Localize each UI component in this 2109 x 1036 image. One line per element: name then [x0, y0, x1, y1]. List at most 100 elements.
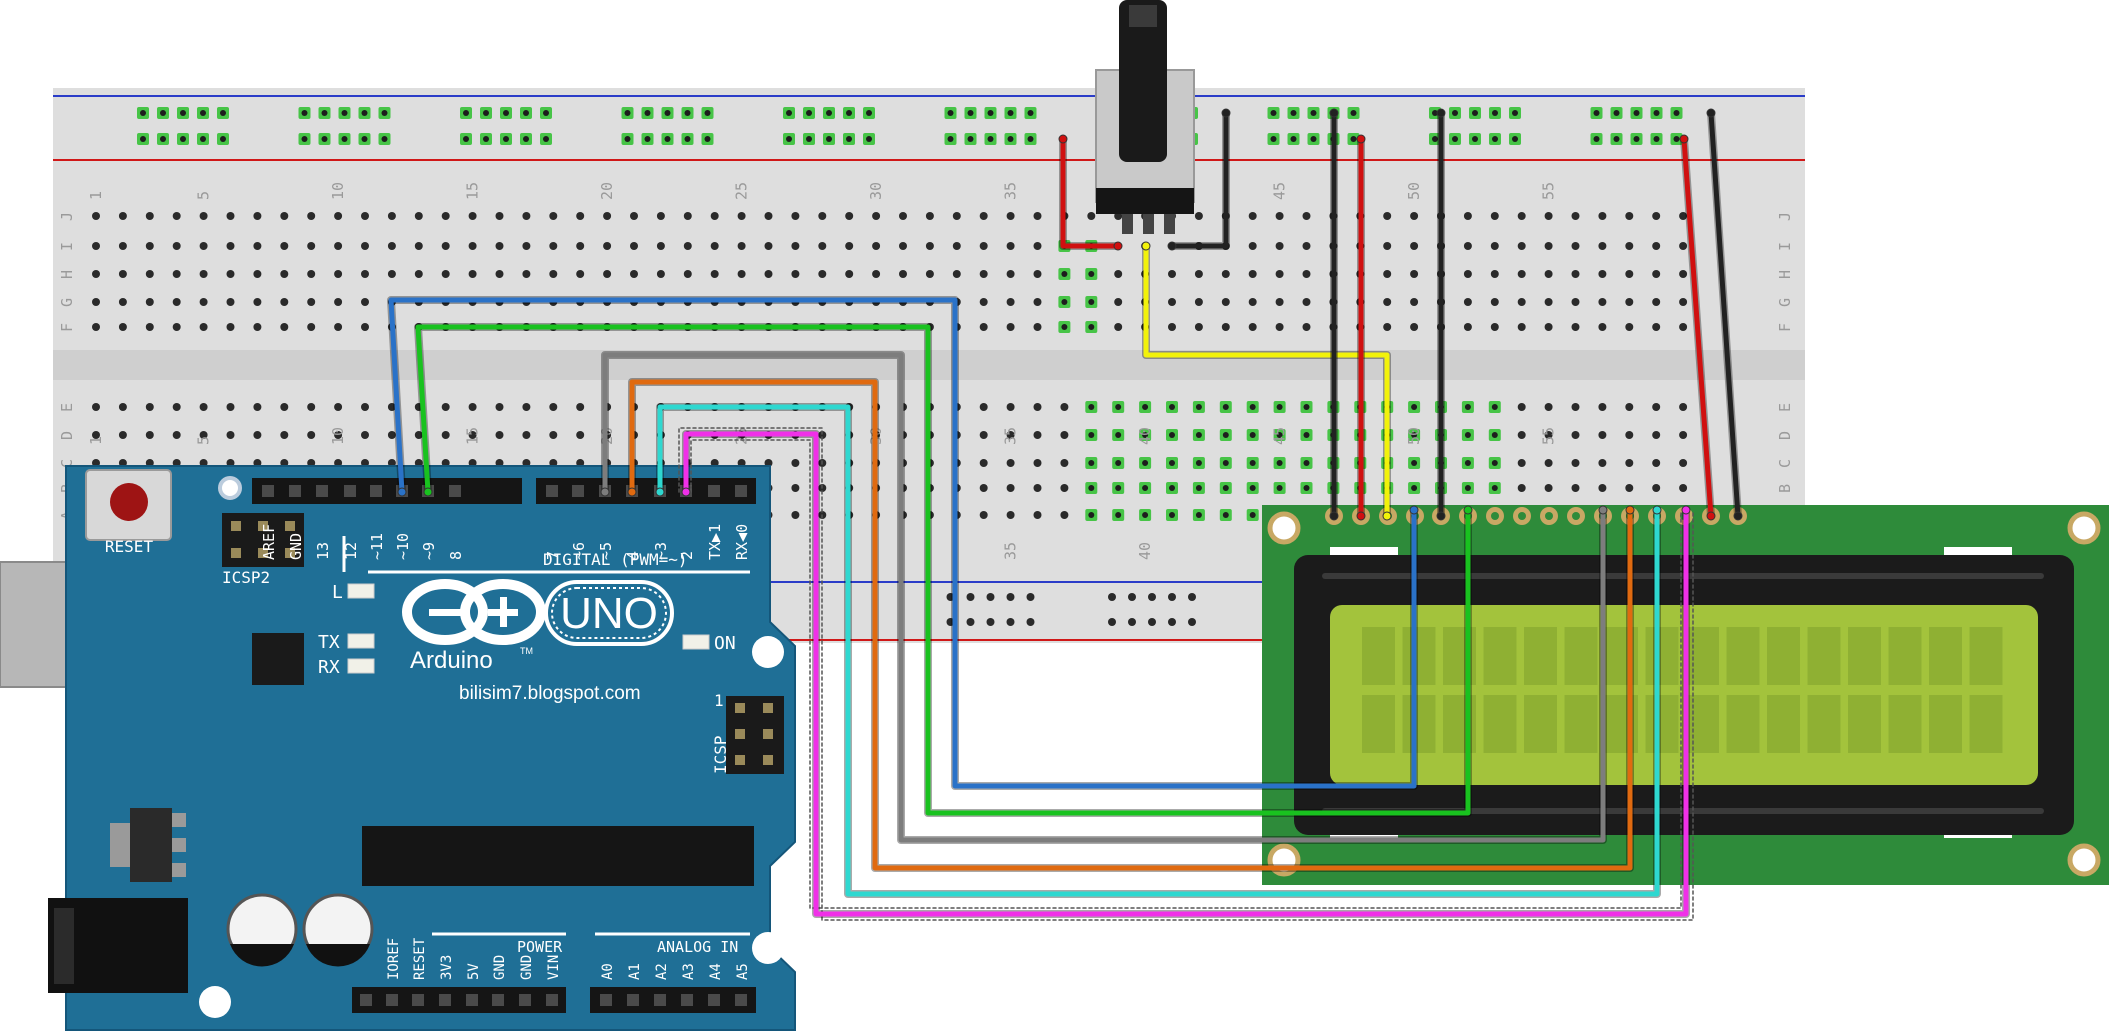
- led-rx-label: RX: [318, 657, 340, 678]
- breadboard-hole: [1194, 298, 1203, 306]
- breadboard-hole: [872, 270, 881, 278]
- breadboard-hole: [199, 242, 208, 250]
- breadboard-hole-pin: [361, 110, 368, 116]
- breadboard-hole: [414, 212, 423, 220]
- breadboard-hole: [845, 212, 854, 220]
- pin-label: ~10: [394, 533, 412, 560]
- digital-label: DIGITAL (PWM=~): [543, 550, 688, 569]
- breadboard-hole: [1652, 403, 1661, 411]
- breadboard-hole-pin: [1270, 136, 1277, 142]
- wire-endpoint: [1329, 511, 1339, 521]
- breadboard-hole-pin: [1169, 512, 1175, 518]
- breadboard-hole: [603, 270, 612, 278]
- breadboard-hole-pin: [1472, 110, 1478, 116]
- digital-header-right: [536, 478, 756, 504]
- wire-black-pot-gnd[interactable]: [1169, 110, 1229, 249]
- wire-yellow-pot-lcd-v0[interactable]: [1143, 243, 1390, 519]
- wire-blue-pin12-lcd-d7[interactable]: [388, 297, 1417, 789]
- wire-endpoint: [655, 487, 665, 497]
- breadboard-hole: [1248, 298, 1257, 306]
- breadboard-hole-pin: [826, 136, 832, 142]
- breadboard-hole-pin: [1491, 460, 1498, 466]
- breadboard-hole: [1652, 459, 1661, 467]
- column-number: 1: [87, 191, 105, 200]
- breadboard-hole: [872, 242, 881, 250]
- breadboard-hole: [172, 298, 181, 306]
- breadboard-hole: [1128, 618, 1136, 626]
- breadboard-hole: [737, 270, 746, 278]
- lcd-char-cell: [1807, 627, 1841, 685]
- pin-label: ~5: [597, 542, 615, 560]
- breadboard-hole-pin: [1169, 460, 1175, 466]
- wire-magenta-pin2-lcd-d7[interactable]: [683, 431, 1689, 917]
- breadboard-hole-pin: [1464, 404, 1471, 410]
- lcd-char-cell: [1888, 627, 1922, 685]
- breadboard-hole: [1544, 242, 1553, 250]
- breadboard-hole: [1006, 242, 1015, 250]
- breadboard-hole-pin: [381, 110, 388, 116]
- mounting-hole: [218, 476, 242, 500]
- breadboard-hole: [603, 242, 612, 250]
- breadboard-hole: [1625, 270, 1634, 278]
- breadboard-hole: [1410, 270, 1419, 278]
- breadboard-hole: [199, 212, 208, 220]
- column-number: 10: [329, 427, 347, 445]
- breadboard-hole: [1679, 431, 1688, 439]
- breadboard-hole: [630, 212, 638, 220]
- header-pin: [316, 485, 328, 497]
- wire-red-pot-vcc[interactable]: [1060, 136, 1121, 249]
- breadboard-hole-pin: [1222, 432, 1229, 438]
- breadboard-hole: [1517, 403, 1526, 411]
- breadboard-hole-pin: [1270, 110, 1277, 116]
- breadboard-hole-pin: [1276, 460, 1283, 466]
- potentiometer[interactable]: [1095, 0, 1195, 234]
- potentiometer-knob[interactable]: [1119, 0, 1167, 162]
- breadboard-hole-pin: [341, 136, 348, 142]
- breadboard-hole: [1598, 323, 1607, 331]
- lcd-character-cells: [1362, 627, 2003, 753]
- lcd-char-cell: [1726, 695, 1760, 753]
- header-pin: [708, 485, 720, 497]
- icsp2-pin: [285, 521, 295, 531]
- wire-orange-pin4-lcd-d5[interactable]: [629, 379, 1633, 871]
- breadboard-hole: [387, 270, 396, 278]
- breadboard-hole: [92, 323, 100, 331]
- breadboard-hole: [1410, 212, 1419, 220]
- breadboard-hole: [818, 242, 827, 250]
- breadboard-hole: [522, 242, 531, 250]
- wire-black-lcd-backlight-gnd[interactable]: [1708, 110, 1741, 519]
- breadboard-hole: [1060, 431, 1069, 439]
- breadboard-hole: [979, 511, 988, 519]
- breadboard-hole: [576, 212, 585, 220]
- breadboard-hole: [468, 431, 477, 439]
- breadboard-hole: [226, 212, 235, 220]
- breadboard-hole: [1383, 270, 1392, 278]
- breadboard-hole: [441, 403, 450, 411]
- wire-red-lcd-backlight[interactable]: [1681, 136, 1714, 519]
- breadboard-hole-pin: [1061, 271, 1068, 277]
- reset-button-cap[interactable]: [110, 483, 148, 521]
- row-letter: C: [1776, 459, 1794, 468]
- icsp2-pin: [231, 548, 241, 558]
- lcd-char-cell: [1362, 627, 1395, 685]
- breadboard-hole: [1221, 270, 1230, 278]
- breadboard-hole: [468, 270, 477, 278]
- lcd-char-cell: [1483, 627, 1517, 685]
- breadboard-hole: [1410, 298, 1419, 306]
- breadboard-hole: [549, 403, 558, 411]
- breadboard-hole: [280, 431, 289, 439]
- breadboard-hole-pin: [644, 136, 651, 142]
- breadboard-hole-pin: [1249, 485, 1256, 491]
- breadboard-hole-pin: [1512, 136, 1518, 142]
- breadboard-hole-pin: [200, 136, 206, 142]
- breadboard-hole: [1248, 242, 1257, 250]
- wire-gray-pin5-lcd-d4[interactable]: [602, 352, 1606, 843]
- trademark-text: TM: [520, 646, 533, 656]
- wire-green-pin11-lcd-e[interactable]: [415, 324, 1471, 816]
- icsp-pin: [763, 755, 773, 765]
- breadboard-hole: [1517, 431, 1526, 439]
- pin-label: GND: [287, 533, 305, 560]
- breadboard-hole-pin: [1195, 485, 1202, 491]
- wire-cyan-pin3-lcd-d6[interactable]: [657, 404, 1660, 897]
- breadboard-hole: [280, 403, 289, 411]
